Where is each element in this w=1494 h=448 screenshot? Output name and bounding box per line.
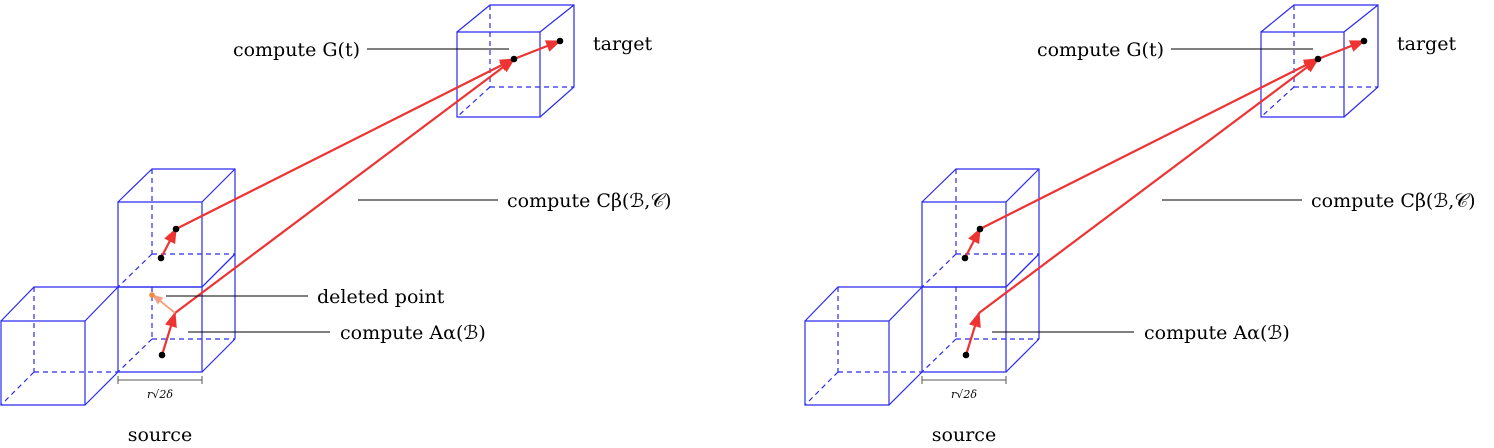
width-dimension: r√2δ [117,376,203,401]
deleted-arrow [152,294,176,314]
leader-lines [992,48,1313,333]
neighbor-cube [0,286,119,406]
compute-c-label: compute Cβ(ℬ,𝒞) [507,190,672,212]
source-label: source [932,424,996,446]
deleted-point-label: deleted point [317,286,445,308]
trajectory-arrows [964,39,1366,356]
points [149,37,564,359]
source-label: source [128,424,192,446]
target-label: target [593,33,652,55]
deleted-point-marker [149,292,155,298]
width-label: r√2δ [147,388,173,401]
right-panel: r√2δ compute G(t) target compute Cβ(ℬ,𝒞)… [804,4,1476,446]
target-label: target [1397,33,1456,55]
target-cube [1260,4,1379,118]
compute-g-label: compute G(t) [233,39,360,61]
compute-g-label: compute G(t) [1037,39,1164,61]
points [961,37,1368,359]
compute-c-label: compute Cβ(ℬ,𝒞) [1311,190,1476,212]
trajectory-arrows [152,39,562,356]
neighbor-cube [804,286,923,406]
leader-lines [166,48,509,333]
compute-a-label: compute Aα(ℬ) [1144,322,1290,344]
width-label: r√2δ [951,388,977,401]
width-dimension: r√2δ [921,376,1007,401]
left-panel: r√2δ compute G(t) tar [0,4,672,446]
compute-a-label: compute Aα(ℬ) [340,322,486,344]
